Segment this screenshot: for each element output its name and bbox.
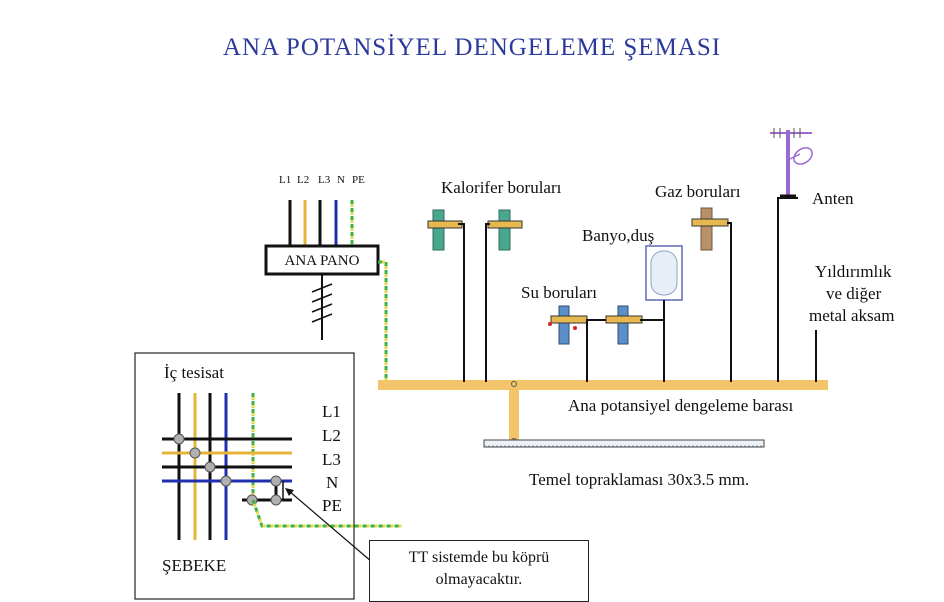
main-panel-label: ANA PANO	[284, 253, 360, 269]
water-pipes-label: Su boruları	[521, 283, 598, 302]
shower-label: Banyo,duş	[582, 226, 655, 245]
equipotential-bar	[378, 380, 828, 390]
network-line-l3: L3	[322, 450, 341, 469]
network-box-title: İç tesisat	[164, 363, 224, 382]
page-title: ANA POTANSİYEL DENGELEME ŞEMASI	[222, 34, 722, 61]
bar-to-ground-link	[509, 389, 519, 441]
lightning-label-1: Yıldırımlık	[815, 262, 892, 281]
network-line-n: N	[326, 473, 339, 492]
antenna-label: Anten	[812, 189, 854, 208]
network-box-footer: ŞEBEKE	[162, 556, 227, 575]
heating-pipes	[427, 209, 523, 382]
foundation-earth-label: Temel topraklaması 30x3.5 mm.	[529, 470, 750, 489]
panel-label-l2: L2	[297, 174, 310, 186]
tt-system-note: TT sistemde bu köprü olmayacaktır.	[369, 540, 589, 602]
antenna	[770, 128, 813, 382]
lightning-label-3: metal aksam	[809, 306, 895, 325]
note-pointer	[288, 490, 373, 563]
equipotential-bar-label: Ana potansiyel dengeleme barası	[568, 396, 794, 415]
network-line-l2: L2	[322, 426, 341, 445]
foundation-earth-strip	[483, 439, 765, 448]
panel-label-n: N	[337, 174, 345, 186]
water-pipes	[548, 300, 665, 382]
note-line-1: TT sistemde bu köprü	[408, 549, 550, 566]
gas-pipes-label: Gaz boruları	[655, 182, 741, 201]
network-line-l1: L1	[322, 402, 341, 421]
panel-label-l1: L1	[279, 174, 292, 186]
gas-pipe	[691, 207, 732, 382]
network-line-pe: PE	[322, 496, 342, 515]
network-box	[134, 352, 355, 600]
heating-pipes-label: Kalorifer boruları	[441, 178, 562, 197]
panel-wires	[288, 200, 354, 247]
lightning-label-2: ve diğer	[826, 284, 882, 303]
panel-label-pe: PE	[352, 174, 365, 186]
panel-label-l3: L3	[318, 174, 331, 186]
note-line-2: olmayacaktır.	[435, 571, 523, 588]
